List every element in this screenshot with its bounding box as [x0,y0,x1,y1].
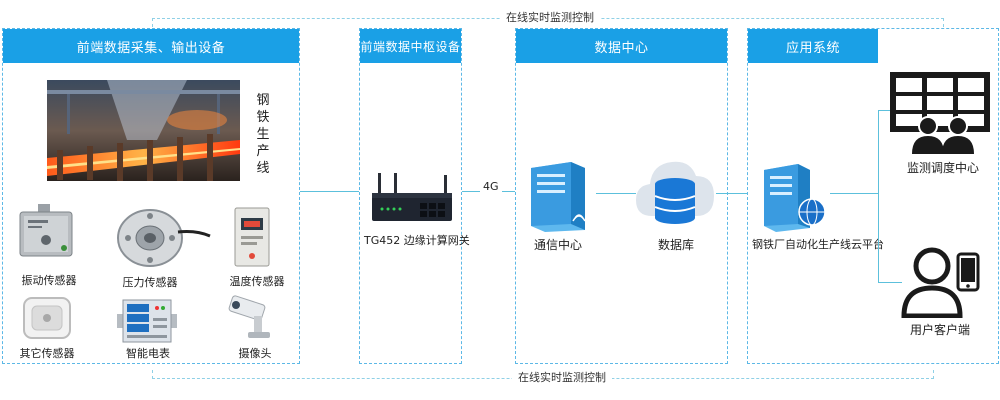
datacenter-panel-title: 数据中心 [516,29,727,63]
frontend-panel-title: 前端数据采集、输出设备 [3,29,299,63]
connector-branch-vertical [878,110,879,282]
connector-platform-branch [830,193,878,194]
user-client-icon [900,244,982,322]
device-label-pressure: 压力传感器 [122,276,178,289]
production-line-label: 钢铁生产线 [256,93,270,176]
vibration-sensor-icon [18,204,74,266]
connector-frontend-hub [300,191,370,192]
apps-panel-title: 应用系统 [748,29,878,63]
cloud-platform-server-icon [760,162,828,236]
gateway-router-icon [368,173,456,229]
pressure-sensor-icon [112,206,212,272]
connector-branch-client [878,282,902,283]
temperature-sensor-icon [232,206,272,272]
connector-branch-monitor [878,110,892,111]
device-label-temperature: 温度传感器 [229,275,285,288]
smart-meter-icon [117,298,177,348]
other-sensor-icon [22,296,72,344]
device-label-vibration: 振动传感器 [21,274,77,287]
loop-label-bottom: 在线实时监测控制 [512,371,612,385]
database-label: 数据库 [657,238,694,252]
device-label-other: 其它传感器 [19,347,75,360]
database-cloud-icon [634,154,716,236]
device-label-camera: 摄像头 [238,347,272,360]
monitoring-center-label: 监测调度中心 [906,161,979,175]
device-label-meter: 智能电表 [126,347,170,360]
user-client-label: 用户客户端 [909,323,970,337]
comm-center-label: 通信中心 [533,238,582,252]
camera-icon [228,294,278,346]
connector-comm-db [596,193,636,194]
gateway-label: TG452 边缘计算网关 [364,234,470,247]
loop-label-top: 在线实时监测控制 [500,11,600,25]
connector-datacenter-apps [716,193,760,194]
comm-server-icon [527,160,591,236]
monitoring-center-icon [888,70,992,158]
link-4g-label: 4G [480,180,502,193]
steel-production-photo [47,80,240,181]
cloud-platform-label: 钢铁厂自动化生产线云平台 [752,238,884,251]
hub-panel-title: 前端数据中枢设备 [360,29,461,63]
